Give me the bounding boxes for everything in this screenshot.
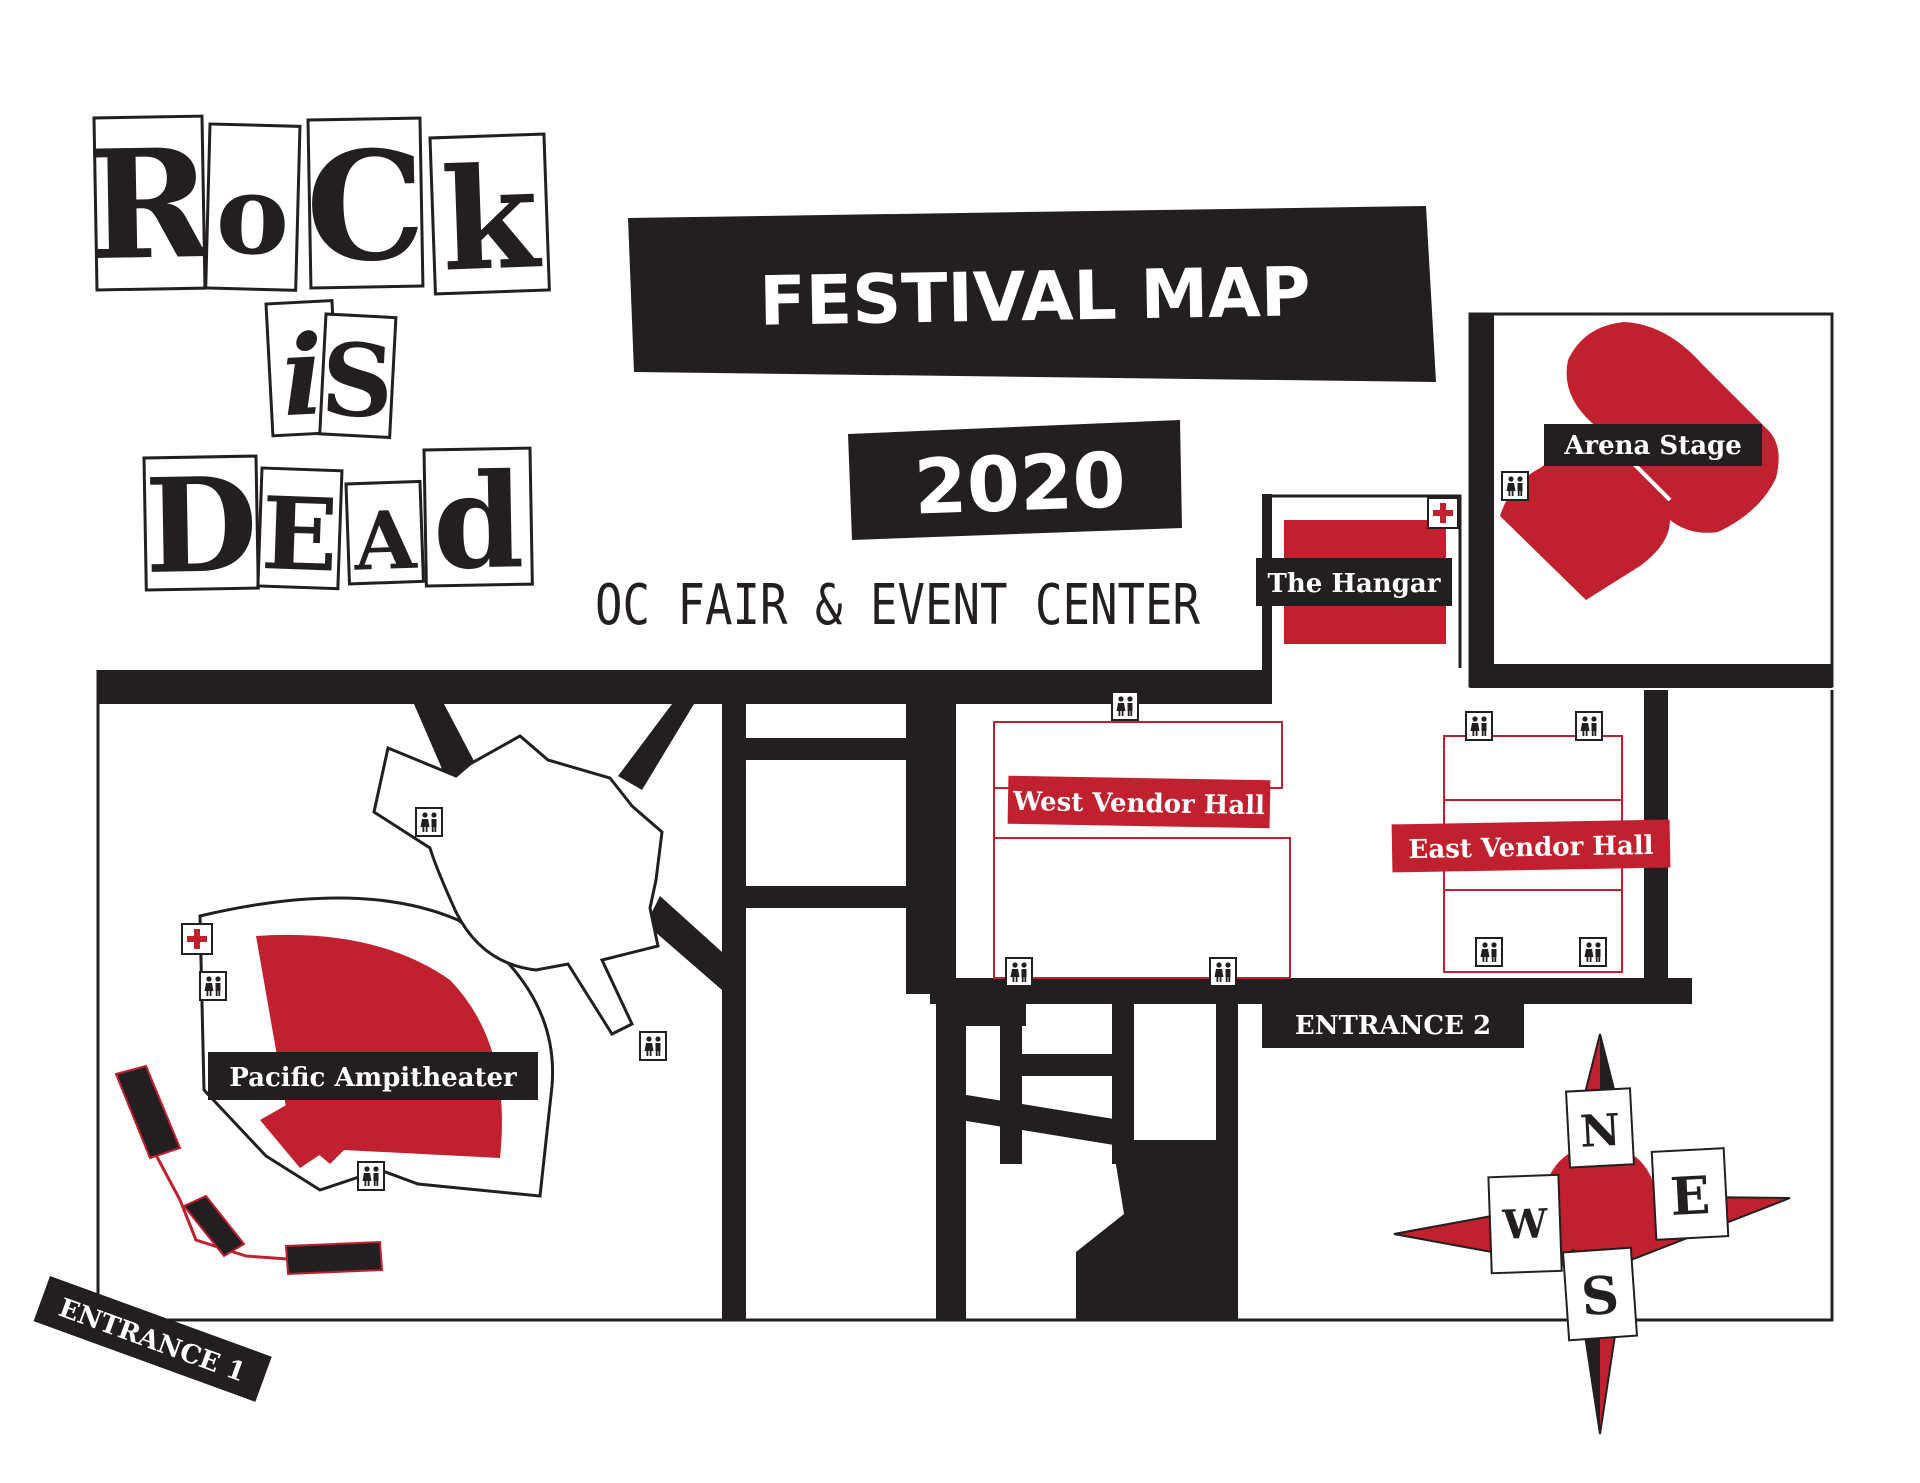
first-aid-icon xyxy=(181,923,213,955)
logo-letter: E xyxy=(260,474,340,595)
logo-letter: D xyxy=(143,448,258,603)
title-banner: FESTIVAL MAP xyxy=(628,206,1436,382)
restroom-icon xyxy=(357,1161,385,1191)
logo-letter: A xyxy=(351,493,418,589)
restroom-icon xyxy=(1579,937,1607,967)
compass-south: S xyxy=(1579,1265,1621,1328)
festival-logo: R o C k i S xyxy=(86,114,551,603)
entrance-2-label: ENTRANCE 2 xyxy=(1295,1011,1491,1041)
restroom-icon xyxy=(1111,691,1139,721)
venue-name: OC FAIR & EVENT CENTER xyxy=(595,573,1200,638)
restroom-icon xyxy=(639,1031,667,1061)
compass-rose: N W E S xyxy=(1393,1033,1791,1435)
compass-east: E xyxy=(1669,1165,1712,1228)
entrance-1-area xyxy=(114,1064,384,1276)
restroom-icon xyxy=(1575,711,1603,741)
the-hangar[interactable]: The Hangar xyxy=(1256,497,1459,644)
east-vendor-hall[interactable]: East Vendor Hall xyxy=(1391,711,1671,973)
logo-letter: k xyxy=(439,136,545,303)
logo-letter: o xyxy=(214,149,291,280)
first-aid-icon xyxy=(1427,497,1459,529)
pacific-ampitheater[interactable]: Pacific Ampitheater xyxy=(181,734,667,1198)
logo-letter: S xyxy=(318,320,396,442)
map-grounds xyxy=(96,312,1834,1322)
logo-line-3: D E A d xyxy=(142,444,534,603)
restroom-icon xyxy=(1209,957,1237,987)
logo-letter: d xyxy=(431,444,525,599)
logo-letter: R xyxy=(86,116,215,294)
logo-letter: i xyxy=(279,310,327,441)
east-vendor-hall-label: East Vendor Hall xyxy=(1408,831,1654,865)
compass-north: N xyxy=(1579,1105,1622,1158)
logo-letter: C xyxy=(304,118,426,296)
year-banner: 2020 xyxy=(848,420,1182,540)
compass-west: W xyxy=(1501,1200,1550,1249)
logo-line-1: R o C k xyxy=(86,114,551,304)
entrance-2[interactable]: ENTRANCE 2 xyxy=(1262,1000,1524,1048)
hangar-label: The Hangar xyxy=(1268,569,1441,599)
restroom-icon xyxy=(415,807,443,837)
west-vendor-hall-label: West Vendor Hall xyxy=(1012,787,1266,821)
arena-stage-label: Arena Stage xyxy=(1563,431,1742,461)
restroom-icon xyxy=(199,971,227,1001)
arena-stage[interactable]: Arena Stage xyxy=(1500,322,1779,600)
restroom-icon xyxy=(1501,471,1529,501)
west-vendor-hall[interactable]: West Vendor Hall xyxy=(993,691,1291,987)
map-title: FESTIVAL MAP xyxy=(759,253,1312,342)
restroom-icon xyxy=(1465,711,1493,741)
map-year: 2020 xyxy=(913,435,1128,531)
restroom-icon xyxy=(1005,957,1033,987)
logo-line-2: i S xyxy=(264,298,398,442)
pacific-ampitheater-label: Pacific Ampitheater xyxy=(229,1063,517,1093)
entrance-1[interactable]: ENTRANCE 1 xyxy=(33,1276,272,1402)
restroom-icon xyxy=(1475,937,1503,967)
